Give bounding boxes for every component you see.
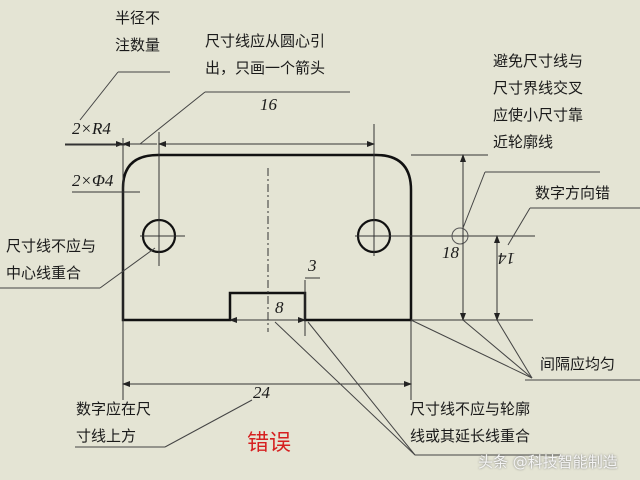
title-wrong: 错误	[247, 431, 292, 456]
dim-18-label: 18	[442, 243, 459, 262]
note-digit-direction: 数字方向错	[535, 184, 611, 202]
dim-16-label: 16	[260, 95, 277, 114]
note-radius-count: 半径不 注数量	[115, 9, 161, 54]
watermark: 头条 @科技智能制造	[478, 453, 618, 471]
dim-8-label: 8	[275, 298, 284, 317]
dim-24-label: 24	[253, 383, 270, 402]
dim-14-label: 14	[498, 249, 515, 268]
dim-radius-label: 2×R4	[72, 119, 111, 138]
note-avoid-cross: 避免尺寸线与 尺寸界线交叉 应使小尺寸靠 近轮廓线	[493, 52, 584, 151]
note-digit-above: 数字应在尺 寸线上方	[76, 400, 152, 445]
note-spacing-even: 间隔应均匀	[540, 355, 616, 373]
part-outline	[121, 153, 413, 322]
note-from-center: 尺寸线应从圆心引 出，只画一个箭头	[205, 32, 326, 77]
note-outline-overlap: 尺寸线不应与轮廓 线或其延长线重合	[410, 400, 531, 445]
dim-3-label: 3	[308, 256, 317, 275]
note-centerline-overlap: 尺寸线不应与 中心线重合	[6, 237, 97, 282]
dim-hole-dia-label: 2×Φ4	[72, 171, 114, 190]
